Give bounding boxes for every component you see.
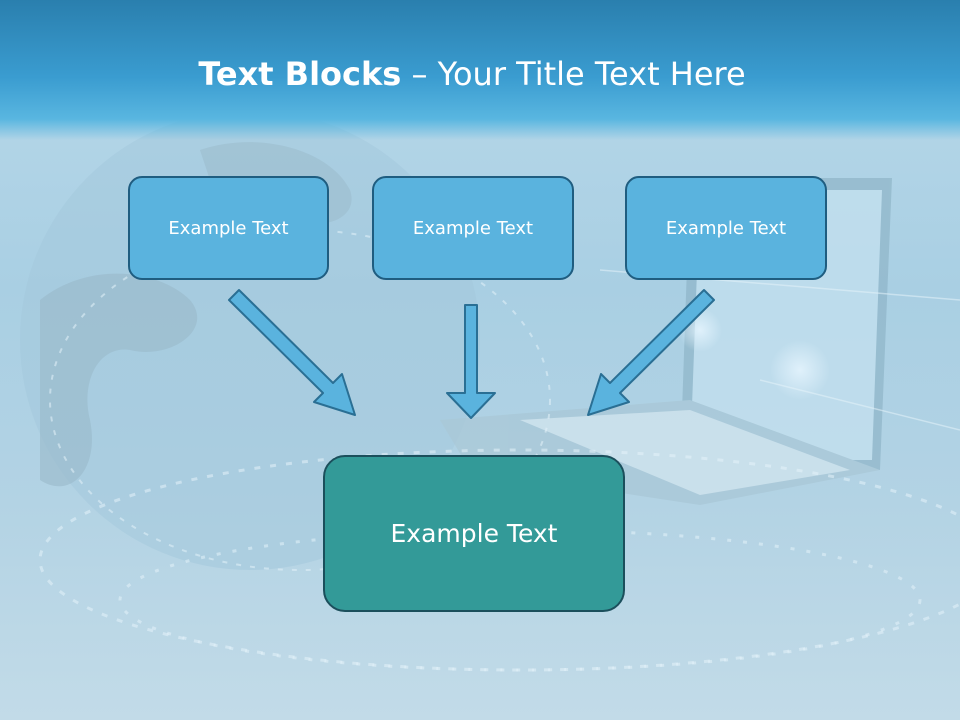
slide-title: Text Blocks – Your Title Text Here bbox=[0, 55, 944, 93]
target-block: Example Text bbox=[323, 455, 625, 612]
arrow-right-icon bbox=[587, 289, 715, 416]
text-block-1: Example Text bbox=[128, 176, 329, 280]
header-band bbox=[0, 0, 960, 140]
text-block-3: Example Text bbox=[625, 176, 827, 280]
title-rest: – Your Title Text Here bbox=[401, 55, 746, 93]
arrow-center-icon bbox=[446, 304, 496, 419]
title-bold: Text Blocks bbox=[198, 55, 402, 93]
arrow-left-icon bbox=[228, 289, 356, 416]
text-block-2: Example Text bbox=[372, 176, 574, 280]
